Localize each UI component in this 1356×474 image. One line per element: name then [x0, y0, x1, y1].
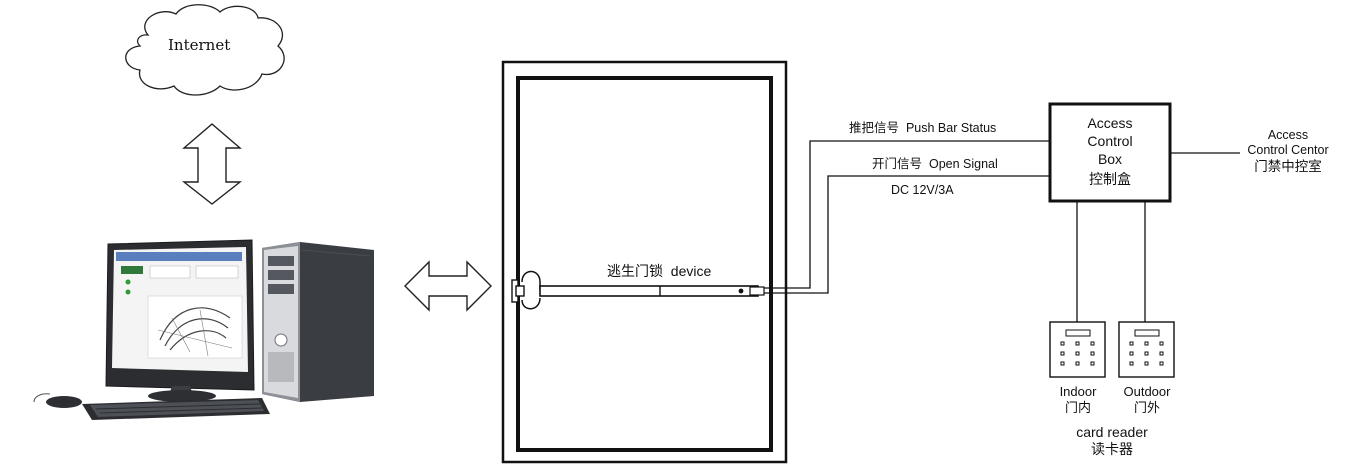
card-reader-caption-cn: 读卡器 [1091, 441, 1133, 457]
internet-cloud-icon [125, 4, 285, 96]
access-control-center-label: Access Control Centor 门禁中控室 [1226, 128, 1350, 174]
control-center-line2: Control Centor [1247, 143, 1329, 157]
outdoor-reader-en: Outdoor [1123, 384, 1171, 399]
access-box-line2: Control [1087, 133, 1133, 149]
access-control-box [1048, 102, 1172, 203]
outdoor-reader-label: Outdoor 门外 [1114, 384, 1180, 416]
escape-lock-label-en: device [670, 263, 712, 279]
indoor-reader-en: Indoor [1059, 384, 1097, 399]
signal-wires [764, 140, 1240, 322]
bidirectional-arrow-icon-horizontal [404, 260, 492, 312]
computer-tower-icon [262, 242, 374, 402]
card-reader-caption: card reader 读卡器 [1050, 424, 1174, 458]
open-signal-cn: 开门信号 [872, 157, 923, 171]
power-supply-label: DC 12V/3A [891, 183, 954, 197]
access-box-line3: Box [1097, 151, 1123, 167]
indoor-reader-label: Indoor 门内 [1047, 384, 1109, 416]
internet-label: Internet [168, 36, 231, 54]
bidirectional-arrow-icon-vertical [181, 123, 243, 205]
indoor-reader-cn: 门内 [1064, 400, 1091, 415]
keyboard-icon [82, 398, 270, 420]
push-bar-status-wire [764, 140, 1050, 289]
indoor-card-reader-icon [1049, 321, 1106, 378]
panic-bar-device-icon [511, 270, 765, 310]
escape-lock-label-cn: 逃生门锁 [607, 263, 663, 279]
access-box-line1: Access [1087, 115, 1133, 131]
open-signal-wire [764, 175, 1050, 294]
push-bar-status-en: Push Bar Status [905, 121, 997, 135]
open-signal-en: Open Signal [928, 157, 998, 171]
access-control-box-label: Access Control Box 控制盒 [1050, 114, 1170, 188]
access-box-cn: 控制盒 [1089, 171, 1131, 187]
outdoor-card-reader-icon [1118, 321, 1175, 378]
desktop-computer-icon [33, 239, 374, 420]
push-bar-status-label: 推把信号 Push Bar Status [849, 117, 996, 136]
push-bar-status-cn: 推把信号 [849, 121, 900, 135]
escape-lock-device-label: 逃生门锁 device [607, 261, 711, 281]
open-signal-label: 开门信号 Open Signal [872, 153, 998, 172]
door-frame [501, 60, 788, 464]
card-reader-caption-en: card reader [1076, 424, 1148, 440]
outdoor-reader-cn: 门外 [1133, 400, 1160, 415]
control-center-line1: Access [1267, 128, 1309, 142]
mouse-icon [33, 393, 82, 408]
control-center-cn: 门禁中控室 [1254, 159, 1322, 174]
monitor-icon [105, 239, 255, 402]
